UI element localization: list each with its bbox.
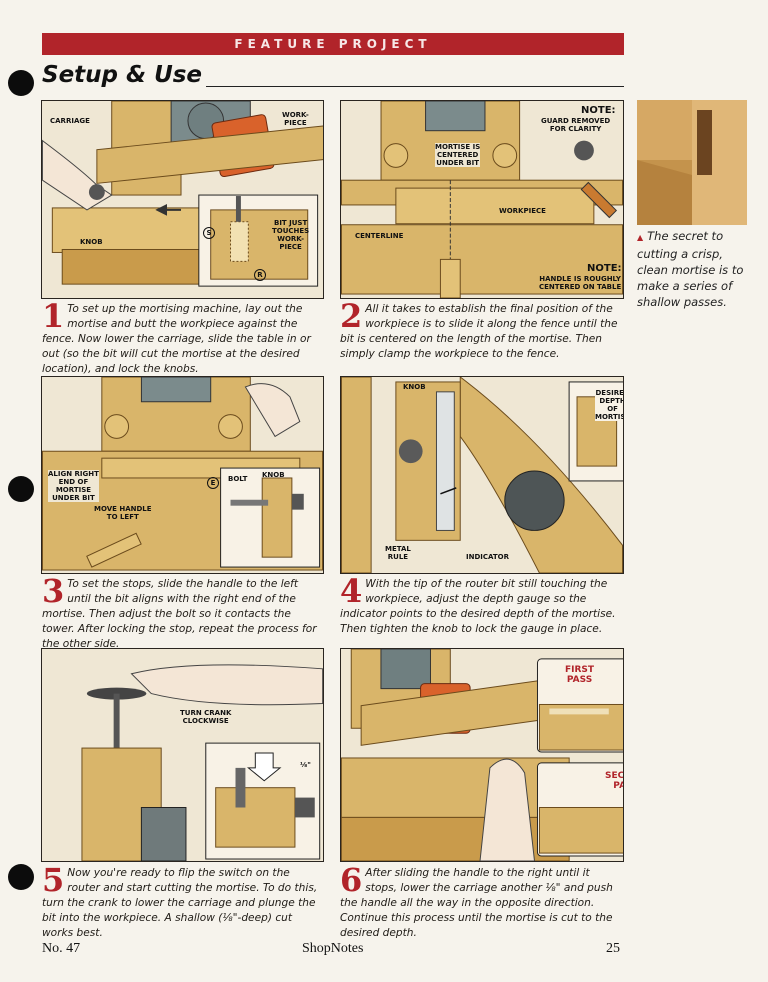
knob-label-4: KNOB: [403, 383, 426, 391]
inset-marker-r: R: [254, 269, 266, 281]
step-2-drawing: [341, 101, 623, 298]
footer-page-number: 25: [606, 941, 620, 956]
caption-text-6: After sliding the handle to the right un…: [340, 867, 613, 939]
punch-hole-middle: [8, 476, 34, 502]
punch-hole-top: [8, 70, 34, 96]
illustration-step-6: FIRST PASS SECOND PASS: [340, 648, 624, 862]
title-rule: [206, 86, 624, 87]
caption-text-1: To set up the mortising machine, lay out…: [42, 303, 311, 375]
carriage-label: CARRIAGE: [50, 117, 90, 125]
note-title-guard: NOTE:: [581, 105, 616, 116]
workpiece-label: WORKPIECE: [499, 207, 546, 215]
handle-centered-label: HANDLE IS ROUGHLY CENTERED ON TABLE: [539, 275, 622, 291]
mortise-photo: [637, 100, 747, 225]
step-number-6: 6: [340, 861, 363, 899]
illustration-step-3: ALIGN RIGHT END OF MORTISE UNDER BIT BOL…: [41, 376, 324, 574]
inset-marker-s: S: [203, 227, 215, 239]
feature-banner: FEATURE PROJECT: [42, 33, 624, 55]
turn-crank-label: TURN CRANK CLOCKWISE: [180, 709, 232, 725]
caption-step-3: 3 To set the stops, slide the handle to …: [42, 572, 324, 652]
step-1-drawing: [42, 101, 323, 298]
footer-issue: No. 47: [42, 941, 81, 956]
caption-step-1: 1 To set up the mortising machine, lay o…: [42, 297, 324, 377]
side-caption: ▲The secret to cutting a crisp, clean mo…: [637, 228, 752, 310]
first-pass-label: FIRST PASS: [565, 665, 595, 685]
footer-magazine: ShopNotes: [302, 941, 364, 956]
section-title: Setup & Use: [42, 62, 203, 88]
caption-step-4: 4 With the tip of the router bit still t…: [340, 572, 624, 637]
indicator-label: INDICATOR: [466, 553, 510, 561]
depth-fraction-label: ⅛": [300, 761, 311, 769]
bit-touches-label: BIT JUST TOUCHES WORK- PIECE: [272, 219, 310, 251]
step-number-4: 4: [340, 572, 363, 610]
illustration-step-5: TURN CRANK CLOCKWISE ⅛": [41, 648, 324, 862]
align-right-label: ALIGN RIGHT END OF MORTISE UNDER BIT: [48, 470, 99, 502]
punch-hole-bottom: [8, 864, 34, 890]
illustration-step-1: CARRIAGE WORK- PIECE KNOB BIT JUST TOUCH…: [41, 100, 324, 299]
move-handle-label: MOVE HANDLE TO LEFT: [94, 505, 152, 521]
mortise-photo-image: [637, 100, 747, 225]
note-title-handle: NOTE:: [587, 263, 622, 274]
inset-marker-e: E: [207, 477, 219, 489]
step-number-5: 5: [42, 861, 65, 899]
caption-step-6: 6 After sliding the handle to the right …: [340, 861, 624, 941]
centerline-label: CENTERLINE: [355, 232, 404, 240]
step-4-drawing: [341, 377, 623, 573]
caption-step-2: 2 All it takes to establish the final po…: [340, 297, 624, 362]
guard-removed-label: GUARD REMOVED FOR CLARITY: [541, 117, 611, 133]
second-pass-label: SECOND PASS: [605, 771, 624, 791]
illustration-step-2: NOTE: GUARD REMOVED FOR CLARITY MORTISE …: [340, 100, 624, 299]
knob-label-3: KNOB: [262, 471, 285, 479]
bolt-label: BOLT: [228, 475, 248, 483]
workpiece-label: WORK- PIECE: [282, 111, 309, 127]
mortise-centered-label: MORTISE IS CENTERED UNDER BIT: [435, 143, 481, 167]
caption-text-3: To set the stops, slide the handle to th…: [42, 578, 317, 650]
caption-step-5: 5 Now you're ready to flip the switch on…: [42, 861, 324, 941]
caption-text-5: Now you're ready to flip the switch on t…: [42, 867, 318, 939]
triangle-bullet-icon: ▲: [637, 233, 644, 242]
step-number-1: 1: [42, 297, 65, 335]
side-caption-text: The secret to cutting a crisp, clean mor…: [637, 229, 744, 309]
caption-text-4: With the tip of the router bit still tou…: [340, 578, 616, 635]
step-number-3: 3: [42, 572, 65, 610]
metal-rule-label: METAL RULE: [385, 545, 411, 561]
step-number-2: 2: [340, 297, 363, 335]
knob-label: KNOB: [80, 238, 103, 246]
caption-text-2: All it takes to establish the final posi…: [340, 303, 618, 360]
step-6-drawing: [341, 649, 623, 861]
step-5-drawing: [42, 649, 323, 861]
